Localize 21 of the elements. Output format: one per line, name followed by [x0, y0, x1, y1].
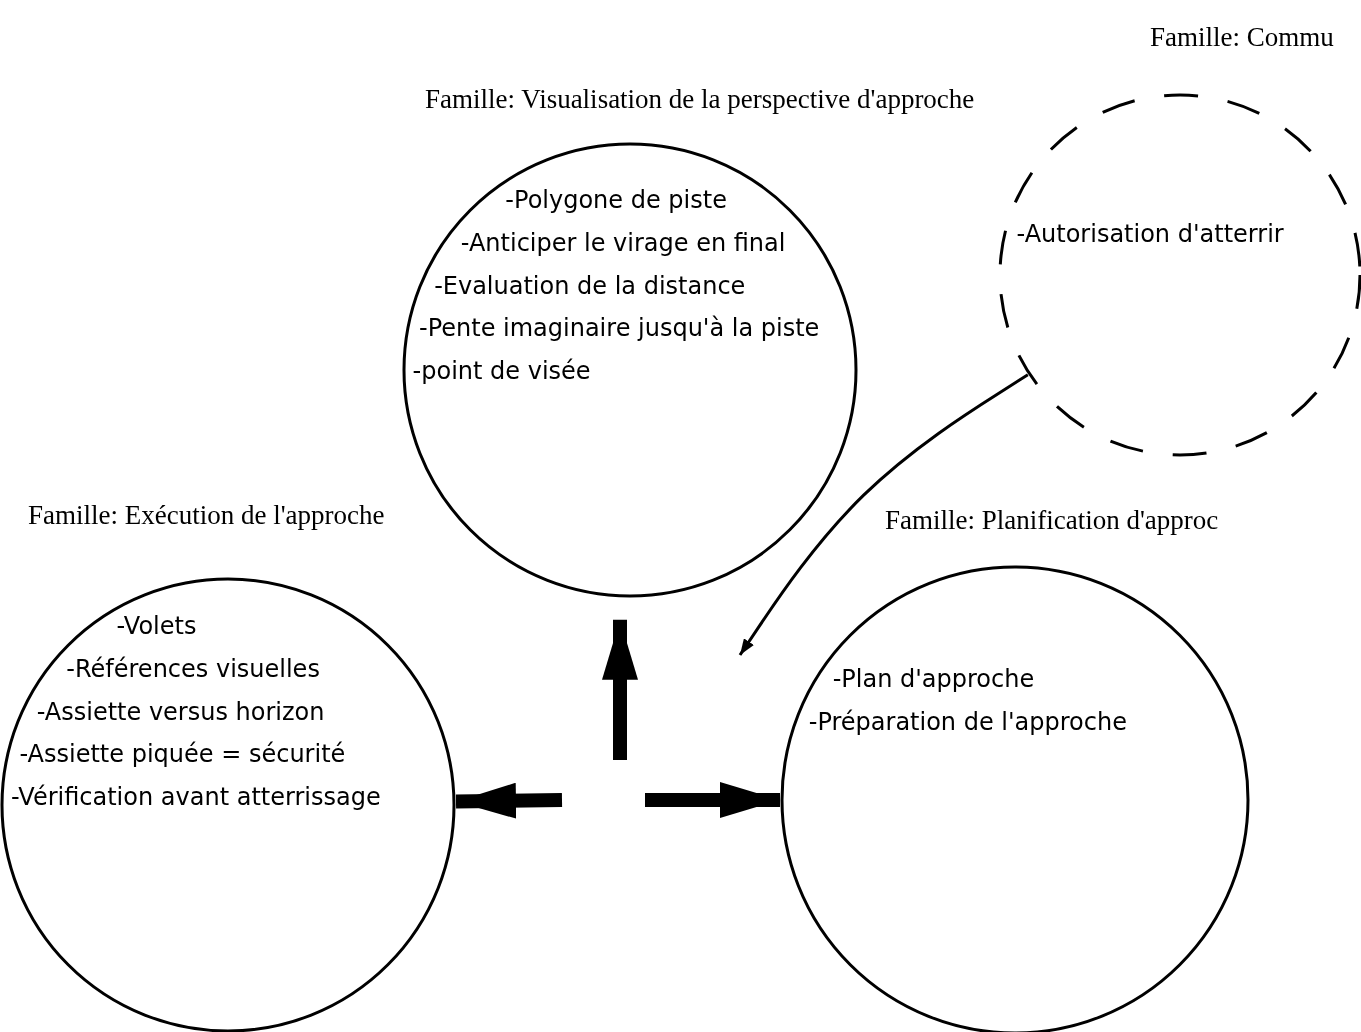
arrow — [455, 782, 563, 819]
arrow — [645, 782, 780, 818]
family-heading: Famille: Planification d'approc — [885, 505, 1220, 537]
list-item: -Anticiper le virage en final — [460, 228, 787, 258]
list-item: -Assiette piquée = sécurité — [19, 740, 347, 770]
arrow — [602, 619, 638, 760]
family-heading: Famille: Exécution de l'approche — [28, 500, 386, 532]
list-item: -Assiette versus horizon — [36, 697, 326, 727]
family-heading: Famille: Visualisation de la perspective d'approche — [425, 84, 976, 116]
arrow — [738, 373, 1029, 656]
list-item: -point de visée — [412, 357, 592, 386]
list-item: -Références visuelles — [66, 654, 321, 684]
list-item: -Vérification avant atterrissage — [11, 783, 382, 812]
family-heading: Famille: Commu — [1150, 22, 1335, 54]
list-item: -Pente imaginaire jusqu'à la piste — [419, 314, 821, 344]
list-item: -Autorisation d'atterrir — [1016, 220, 1285, 249]
list-item: -Plan d'approche — [832, 665, 1036, 694]
list-item: -Evaluation de la distance — [434, 271, 747, 301]
list-item: -Volets — [116, 612, 198, 641]
list-item: -Polygone de piste — [505, 186, 728, 215]
list-item: -Préparation de l'approche — [808, 707, 1128, 737]
